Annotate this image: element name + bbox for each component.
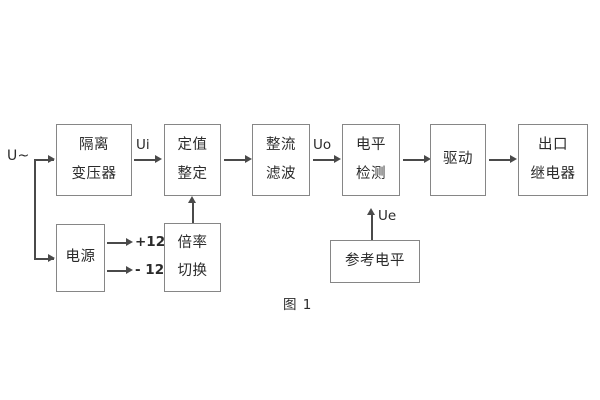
block-isolation-transformer[interactable]: 隔离 变压器 — [56, 124, 132, 196]
arrow-head-transformer-to-setting-icon — [155, 155, 162, 163]
arrow-line-multiplier-to-setting — [192, 203, 194, 223]
figure-caption: 图 1 — [283, 297, 313, 313]
block-rectify-filter-line-1: 整流 — [266, 137, 296, 154]
arrow-line-setting-to-rectify — [224, 159, 248, 161]
signal-label-ue: Ue — [378, 208, 397, 224]
arrow-head-reference-to-level-icon — [367, 208, 375, 215]
arrow-head-setting-to-rectify-icon — [245, 155, 252, 163]
block-rectify-filter-line-2: 滤波 — [266, 165, 296, 182]
rail-negative-line — [107, 270, 129, 272]
block-output-relay-line-1: 出口 — [538, 137, 568, 154]
block-setting-value[interactable]: 定值 整定 — [164, 124, 221, 196]
rail-negative-arrow-icon — [126, 266, 133, 274]
block-setting-value-line-1: 定值 — [177, 137, 208, 154]
block-drive-line-1: 驱动 — [443, 151, 473, 168]
block-rectify-filter[interactable]: 整流 滤波 — [252, 124, 310, 196]
rail-positive-line — [107, 242, 129, 244]
block-output-relay[interactable]: 出口 继电器 — [518, 124, 588, 196]
block-reference-level[interactable]: 参考电平 — [330, 240, 420, 283]
arrow-head-multiplier-to-setting-icon — [188, 196, 196, 203]
block-isolation-transformer-line-1: 隔离 — [79, 137, 109, 154]
block-multiplier-switch-line-2: 切换 — [177, 263, 208, 279]
input-voltage-label: U~ — [7, 148, 30, 164]
block-output-relay-line-2: 继电器 — [530, 165, 576, 182]
signal-label-uo: Uo — [313, 137, 332, 153]
input-trunk-vertical-line — [34, 159, 36, 259]
block-multiplier-switch[interactable]: 倍率 切换 — [164, 223, 221, 292]
arrow-line-reference-to-level — [371, 215, 373, 240]
block-setting-value-line-2: 整定 — [177, 165, 208, 182]
block-level-detect[interactable]: 电平 检测 — [342, 124, 400, 196]
arrow-line-transformer-to-setting — [134, 159, 157, 161]
input-branch-bottom-arrow-icon — [48, 254, 55, 262]
block-drive[interactable]: 驱动 — [430, 124, 486, 196]
arrow-head-rectify-to-level-icon — [334, 155, 341, 163]
arrow-line-level-to-drive — [403, 159, 427, 161]
block-level-detect-line-2: 检测 — [356, 165, 386, 182]
input-branch-bottom-line — [34, 258, 54, 260]
input-branch-top-line — [34, 159, 54, 161]
block-reference-level-line-1: 参考电平 — [345, 252, 405, 269]
arrow-head-drive-to-relay-icon — [510, 155, 517, 163]
input-branch-top-arrow-icon — [48, 155, 55, 163]
rail-positive-arrow-icon — [126, 238, 133, 246]
arrow-line-drive-to-relay — [489, 159, 513, 161]
block-multiplier-switch-line-1: 倍率 — [177, 234, 208, 251]
block-level-detect-line-1: 电平 — [356, 137, 386, 154]
arrow-head-level-to-drive-icon — [424, 155, 431, 163]
block-power-supply-line-1: 电源 — [65, 249, 96, 266]
arrow-line-rectify-to-level — [313, 159, 336, 161]
block-power-supply[interactable]: 电源 — [56, 224, 105, 292]
block-isolation-transformer-line-2: 变压器 — [71, 165, 117, 182]
signal-label-ui: Ui — [136, 137, 150, 153]
